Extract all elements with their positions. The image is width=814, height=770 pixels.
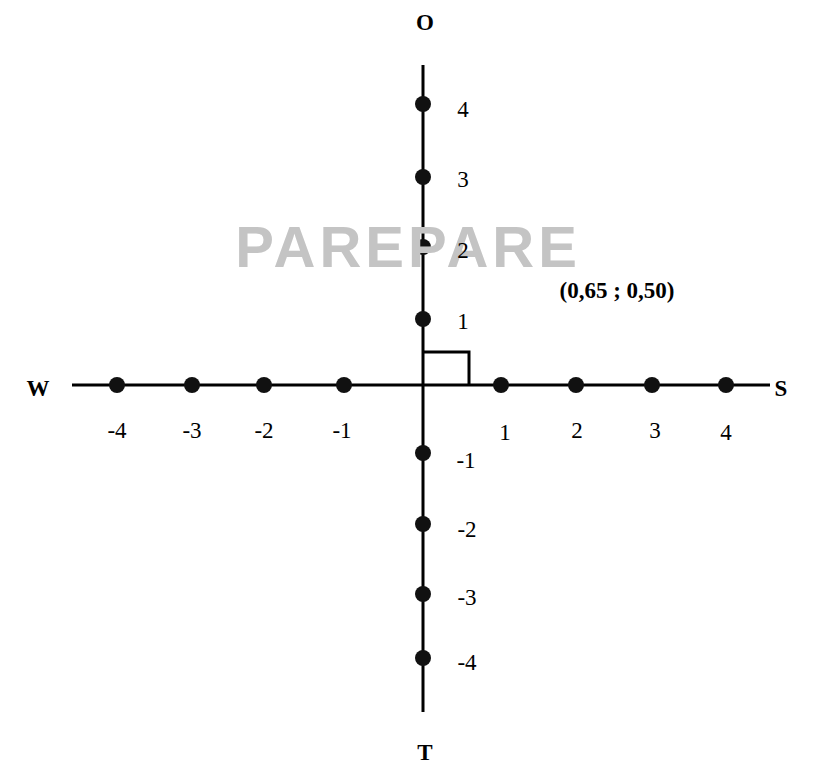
tick-dot <box>415 516 431 532</box>
tick-number: 3 <box>457 168 469 191</box>
tick-number: 2 <box>457 239 469 262</box>
tick-number: 2 <box>571 419 583 442</box>
tick-dots <box>109 96 734 666</box>
tick-dot <box>184 377 200 393</box>
tick-dot <box>415 311 431 327</box>
tick-number: -1 <box>332 419 351 442</box>
tick-dot <box>718 377 734 393</box>
tick-number: -3 <box>457 586 476 609</box>
tick-number: -1 <box>456 449 475 472</box>
tick-dot <box>493 377 509 393</box>
tick-number: 1 <box>499 421 511 444</box>
tick-dot <box>644 377 660 393</box>
tick-number: -3 <box>182 419 201 442</box>
vertical-axis <box>422 65 425 712</box>
tick-dot <box>336 377 352 393</box>
tick-dot <box>256 377 272 393</box>
tick-dot <box>415 650 431 666</box>
tick-dot <box>109 377 125 393</box>
tick-dot <box>415 169 431 185</box>
axis-letter: O <box>416 11 434 34</box>
tick-number: -2 <box>457 518 476 541</box>
tick-number: 4 <box>457 98 469 121</box>
tick-dot <box>415 586 431 602</box>
axis-letter: W <box>27 377 50 400</box>
tick-dot <box>568 377 584 393</box>
tick-number: -2 <box>254 419 273 442</box>
tick-dot <box>415 96 431 112</box>
watermark: PAREPARE <box>235 218 581 276</box>
tick-number: 3 <box>649 419 661 442</box>
coordinate-label: (0,65 ; 0,50) <box>560 279 675 302</box>
right-angle-marker <box>423 352 469 385</box>
horizontal-axis <box>72 384 770 387</box>
tick-number: 1 <box>457 310 469 333</box>
axis-letter: T <box>417 741 432 764</box>
tick-number: -4 <box>457 651 476 674</box>
tick-number: 4 <box>720 421 732 444</box>
axis-letter: S <box>775 377 788 400</box>
tick-dot <box>415 445 431 461</box>
tick-number: -4 <box>107 419 126 442</box>
